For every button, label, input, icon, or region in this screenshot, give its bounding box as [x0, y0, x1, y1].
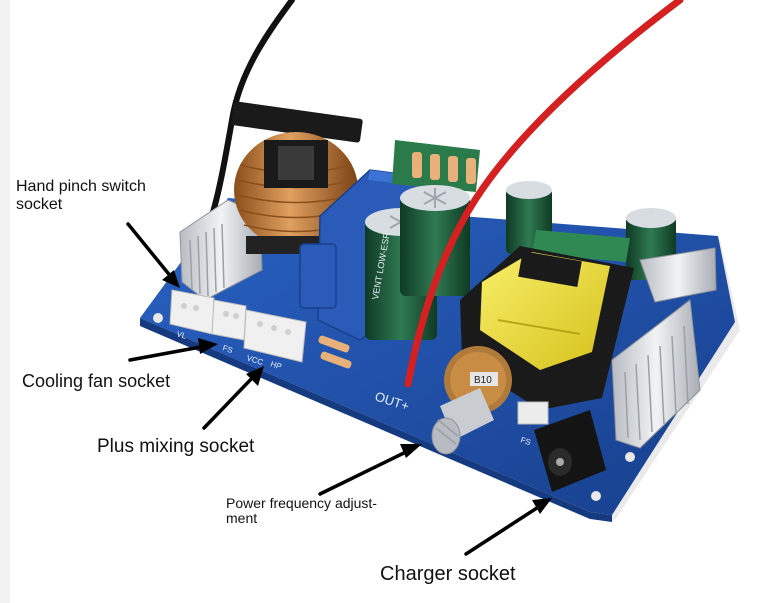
left-edge-strip [0, 0, 10, 603]
fs-connector-right [517, 401, 549, 425]
arrow-charger [464, 498, 552, 556]
arrow-cooling-fan [128, 338, 218, 362]
resistor-strip [392, 140, 480, 192]
electrolytic-capacitor-mid [400, 185, 470, 296]
potentiometer: B10 [431, 346, 512, 455]
hand-pinch-switch-label: Hand pinch switch socket [16, 178, 146, 213]
hp-marking: HP [269, 359, 282, 371]
arrow-hand-pinch [126, 222, 180, 288]
left-heatsink [179, 199, 263, 301]
arrow-plus-mixing [202, 366, 264, 430]
vl-marking: VL [175, 329, 188, 341]
cooling-fan-label: Cooling fan socket [22, 371, 171, 391]
charger-socket-block [534, 410, 606, 492]
pot-marking: B10 [474, 375, 492, 386]
red-wire [404, 0, 684, 388]
right-heatsink [611, 247, 717, 449]
arrow-power-frequency [318, 444, 422, 496]
fs-marking: FS [221, 343, 234, 355]
copper-inductor [231, 101, 363, 254]
jst-connectors [169, 289, 307, 363]
plus-mixing-label: Plus mixing socket [97, 436, 255, 457]
small-resistors [318, 335, 352, 369]
annotation-arrows [126, 222, 552, 556]
power-frequency-label: Power frequency adjust- ment [226, 495, 377, 527]
fs-right-marking: FS [519, 435, 532, 447]
charger-socket-label: Charger socket [380, 563, 516, 585]
